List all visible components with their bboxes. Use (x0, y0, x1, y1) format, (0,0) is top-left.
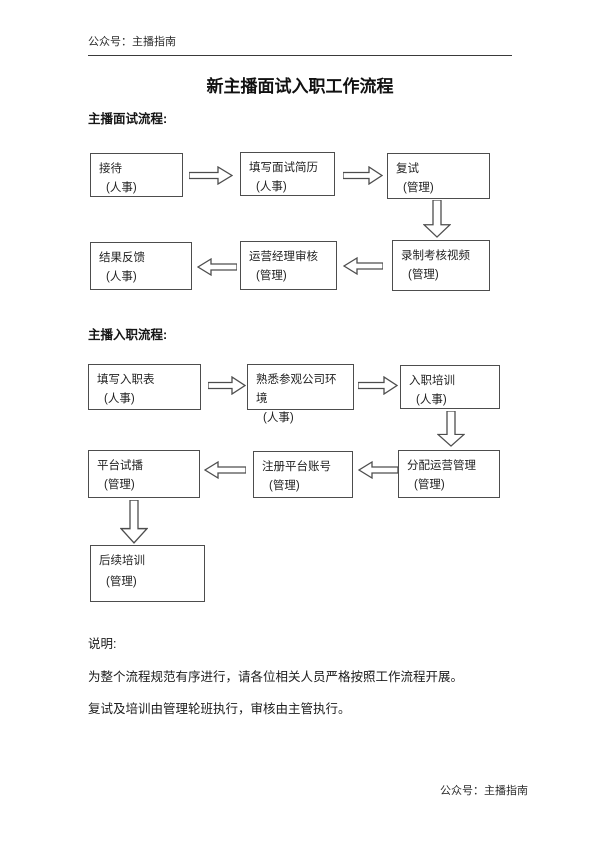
arrow-left-icon (343, 256, 383, 276)
step-role: (人事) (256, 181, 287, 193)
arrow-right-icon (208, 376, 246, 395)
step-role: (管理) (269, 480, 300, 492)
flow-step-manager-review: 运营经理审核 (管理) (240, 241, 337, 290)
flow-step-followup-training: 后续培训 (管理) (90, 545, 205, 602)
step-label: 注册平台账号 (262, 461, 331, 473)
flow-step-fill-resume: 填写面试简历 (人事) (240, 152, 335, 196)
header-account-label: 公众号：主播指南 (88, 36, 176, 48)
arrow-left-icon (197, 257, 237, 277)
step-label: 入职培训 (409, 375, 455, 387)
arrow-down-icon (120, 500, 148, 544)
arrow-down-icon (437, 411, 465, 447)
notes-line-2: 复试及培训由管理轮班执行，审核由主管执行。 (88, 702, 351, 716)
flow-step-assign-operations: 分配运营管理 (管理) (398, 450, 500, 498)
notes-heading: 说明: (88, 637, 117, 651)
step-label: 填写入职表 (97, 374, 155, 386)
step-role: (人事) (106, 271, 137, 283)
step-role: (人事) (263, 412, 294, 424)
step-role: (人事) (104, 393, 135, 405)
step-label: 结果反馈 (99, 252, 145, 264)
step-label: 填写面试简历 (249, 162, 318, 174)
flow-step-reception: 接待 (人事) (90, 153, 183, 197)
arrow-right-icon (189, 166, 233, 185)
step-role: (人事) (106, 182, 137, 194)
flow-step-record-video: 录制考核视频 (管理) (392, 240, 490, 291)
step-label: 运营经理审核 (249, 251, 318, 263)
step-label: 接待 (99, 163, 122, 175)
step-role: (人事) (416, 394, 447, 406)
step-role: (管理) (106, 576, 137, 588)
step-label: 平台试播 (97, 460, 143, 472)
step-label: 分配运营管理 (407, 460, 476, 472)
section2-heading: 主播入职流程: (88, 328, 168, 342)
page-title: 新主播面试入职工作流程 (206, 77, 394, 96)
step-role: (管理) (104, 479, 135, 491)
step-label: 后续培训 (99, 555, 145, 567)
flow-step-tour-company: 熟悉参观公司环境 (人事) (247, 364, 354, 424)
step-label: 录制考核视频 (401, 250, 470, 262)
step-label: 熟悉参观公司环境 (256, 374, 337, 405)
section1-heading: 主播面试流程: (88, 112, 168, 126)
arrow-right-icon (343, 166, 383, 185)
step-role: (管理) (408, 269, 439, 281)
flow-step-register-account: 注册平台账号 (管理) (253, 451, 353, 498)
step-role: (管理) (256, 270, 287, 282)
notes-line-1: 为整个流程规范有序进行，请各位相关人员严格按照工作流程开展。 (88, 670, 464, 684)
arrow-down-icon (423, 200, 451, 238)
flow-step-platform-trial: 平台试播 (管理) (88, 450, 200, 498)
arrow-right-icon (358, 376, 398, 395)
step-role: (管理) (414, 479, 445, 491)
arrow-left-icon (204, 460, 246, 480)
flow-step-fill-entry-form: 填写入职表 (人事) (88, 364, 201, 410)
flow-step-onboard-training: 入职培训 (人事) (400, 365, 500, 409)
step-role: (管理) (403, 182, 434, 194)
flow-step-result-feedback: 结果反馈 (人事) (90, 242, 192, 290)
arrow-left-icon (358, 460, 398, 480)
footer-account-label: 公众号：主播指南 (440, 785, 528, 797)
step-label: 复试 (396, 163, 419, 175)
flow-step-second-interview: 复试 (管理) (387, 153, 490, 199)
header-divider (88, 55, 512, 56)
